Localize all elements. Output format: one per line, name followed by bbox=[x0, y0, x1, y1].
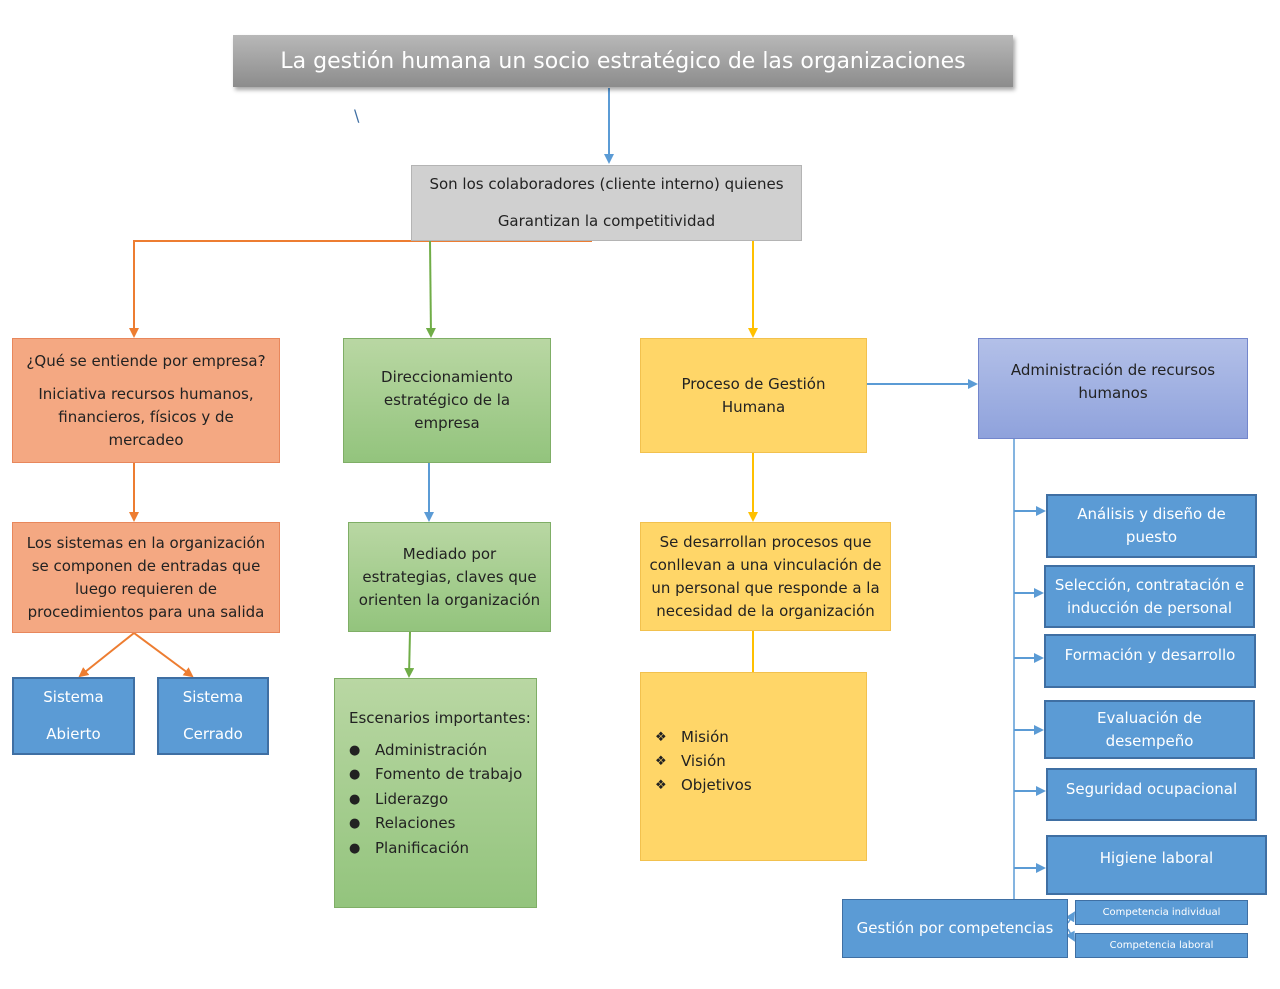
stray-mark: \ bbox=[354, 106, 360, 125]
bullet-icon: ● bbox=[349, 767, 361, 783]
funcion-line: puesto bbox=[1125, 528, 1178, 546]
empresa-question: ¿Qué se entiende por empresa? bbox=[26, 351, 266, 370]
proceso-line: Humana bbox=[721, 397, 786, 416]
procesos-desarrollo-line: necesidad de la organización bbox=[656, 601, 875, 620]
escenario-label: Administración bbox=[375, 740, 488, 759]
mediado-line: estrategias, claves que bbox=[362, 567, 537, 586]
funcion-formacion-box: Formación y desarrollo bbox=[1044, 634, 1256, 688]
proceso-box: Proceso de Gestión Humana bbox=[640, 338, 867, 453]
diamond-bullet-icon: ❖ bbox=[655, 729, 667, 745]
escenario-label: Planificación bbox=[375, 838, 470, 857]
list-item: ❖ Visión bbox=[655, 749, 752, 773]
funcion-evaluacion-box: Evaluación de desempeño bbox=[1044, 700, 1255, 759]
proceso-line: Proceso de Gestión bbox=[681, 374, 826, 393]
sistemas-line: se componen de entradas que bbox=[31, 556, 261, 575]
arrow-sistemas-cerrado bbox=[133, 632, 194, 678]
mision-list: ❖ Misión ❖ Visión ❖ Objetivos bbox=[655, 725, 752, 797]
mision-label: Visión bbox=[681, 751, 726, 770]
mediado-line: orienten la organización bbox=[358, 590, 541, 609]
procesos-desarrollo-line: conllevan a una vinculación de bbox=[649, 555, 882, 574]
arrow-gestion-laboral bbox=[1065, 928, 1075, 942]
empresa-answer-line: financieros, físicos y de bbox=[58, 407, 234, 426]
funcion-line: Seguridad ocupacional bbox=[1065, 780, 1238, 798]
escenarios-list: ● Administración ● Fomento de trabajo ● Lid… bbox=[349, 738, 522, 861]
mision-box: ❖ Misión ❖ Visión ❖ Objetivos bbox=[640, 672, 867, 861]
competencia-individual-box: Competencia individual bbox=[1075, 900, 1248, 925]
arrow-sistemas-abierto bbox=[78, 632, 135, 678]
escenario-label: Liderazgo bbox=[375, 789, 449, 808]
list-item: ● Fomento de trabajo bbox=[349, 763, 522, 788]
line-admin-trunk bbox=[980, 433, 1015, 900]
admin-rh-line: Administración de recursos bbox=[1010, 361, 1216, 379]
competencia-label: Competencia laboral bbox=[1109, 939, 1214, 951]
funcion-line: desempeño bbox=[1105, 731, 1194, 750]
sistema-abierto-box: Sistema Abierto bbox=[12, 677, 135, 755]
central-line-1: Son los colaboradores (cliente interno) … bbox=[429, 175, 784, 193]
empresa-box: ¿Qué se entiende por empresa? Iniciativa… bbox=[12, 338, 280, 463]
sistema-abierto-line-1: Sistema bbox=[43, 688, 104, 706]
arrow-gestion-individual bbox=[1065, 911, 1076, 924]
arrow-central-direccionamiento bbox=[425, 240, 436, 338]
bullet-icon: ● bbox=[349, 840, 361, 856]
list-item: ● Liderazgo bbox=[349, 787, 522, 812]
mision-label: Misión bbox=[681, 727, 729, 746]
direccionamiento-line: Direccionamiento bbox=[381, 368, 513, 386]
bullet-icon: ● bbox=[349, 791, 361, 807]
procesos-desarrollo-line: Se desarrollan procesos que bbox=[659, 532, 872, 551]
gestion-competencias-label: Gestión por competencias bbox=[856, 919, 1054, 937]
arrow-central-empresa bbox=[129, 240, 592, 338]
bullet-icon: ● bbox=[349, 742, 361, 758]
direccionamiento-line: empresa bbox=[414, 414, 480, 432]
mediado-box: Mediado por estrategias, claves que orie… bbox=[348, 522, 551, 632]
admin-rh-box: Administración de recursos humanos bbox=[978, 338, 1248, 439]
funcion-line: Análisis y diseño de bbox=[1077, 505, 1226, 523]
procesos-desarrollo-box: Se desarrollan procesos que conllevan a … bbox=[640, 522, 891, 631]
mision-label: Objetivos bbox=[681, 775, 752, 794]
diagram-title: La gestión humana un socio estratégico d… bbox=[233, 35, 1013, 87]
competencia-label: Competencia individual bbox=[1102, 906, 1221, 918]
funcion-analisis-box: Análisis y diseño de puesto bbox=[1046, 494, 1257, 558]
funcion-higiene-box: Higiene laboral bbox=[1046, 835, 1267, 895]
sistema-cerrado-box: Sistema Cerrado bbox=[157, 677, 269, 755]
escenarios-box: Escenarios importantes: ● Administración … bbox=[334, 678, 537, 908]
bullet-icon: ● bbox=[349, 816, 361, 832]
funcion-line: Higiene laboral bbox=[1099, 849, 1214, 867]
funcion-line: inducción de personal bbox=[1066, 598, 1233, 617]
funcion-seguridad-box: Seguridad ocupacional bbox=[1046, 768, 1257, 821]
competencia-laboral-box: Competencia laboral bbox=[1075, 933, 1248, 958]
arrow-mediado-escenarios bbox=[404, 631, 415, 678]
list-item: ● Planificación bbox=[349, 836, 522, 861]
funcion-seleccion-box: Selección, contratación e inducción de p… bbox=[1044, 565, 1255, 628]
sistemas-box: Los sistemas en la organización se compo… bbox=[12, 522, 280, 633]
escenario-label: Fomento de trabajo bbox=[375, 765, 523, 784]
empresa-answer-line: mercadeo bbox=[108, 430, 184, 449]
mediado-line: Mediado por bbox=[402, 544, 497, 563]
direccionamiento-box: Direccionamiento estratégico de la empre… bbox=[343, 338, 551, 463]
funcion-line: Selección, contratación e bbox=[1054, 575, 1245, 594]
list-item: ● Relaciones bbox=[349, 812, 522, 837]
list-item: ● Administración bbox=[349, 738, 522, 763]
list-item: ❖ Misión bbox=[655, 725, 752, 749]
sistema-cerrado-line-1: Sistema bbox=[182, 688, 244, 706]
gestion-competencias-box: Gestión por competencias bbox=[842, 899, 1068, 958]
escenario-label: Relaciones bbox=[375, 814, 456, 833]
funcion-line: Evaluación de bbox=[1096, 708, 1203, 727]
funcion-line: Formación y desarrollo bbox=[1064, 646, 1236, 664]
diamond-bullet-icon: ❖ bbox=[655, 777, 667, 793]
direccionamiento-line: estratégico de la bbox=[383, 391, 511, 409]
admin-rh-line: humanos bbox=[1078, 384, 1148, 402]
sistemas-line: procedimientos para una salida bbox=[27, 602, 265, 621]
list-item: ❖ Objetivos bbox=[655, 773, 752, 797]
empresa-answer-line: Iniciativa recursos humanos, bbox=[38, 384, 254, 403]
sistemas-line: luego requieren de bbox=[75, 579, 217, 598]
sistemas-line: Los sistemas en la organización bbox=[26, 533, 266, 552]
central-box: Son los colaboradores (cliente interno) … bbox=[411, 165, 802, 241]
diagram-title-text: La gestión humana un socio estratégico d… bbox=[280, 48, 966, 74]
escenarios-heading: Escenarios importantes: bbox=[349, 709, 531, 727]
central-line-2: Garantizan la competitividad bbox=[497, 212, 716, 230]
sistema-abierto-line-2: Abierto bbox=[46, 725, 101, 743]
diamond-bullet-icon: ❖ bbox=[655, 753, 667, 769]
sistema-cerrado-line-2: Cerrado bbox=[183, 725, 243, 743]
procesos-desarrollo-line: un personal que responde a la bbox=[651, 578, 880, 597]
